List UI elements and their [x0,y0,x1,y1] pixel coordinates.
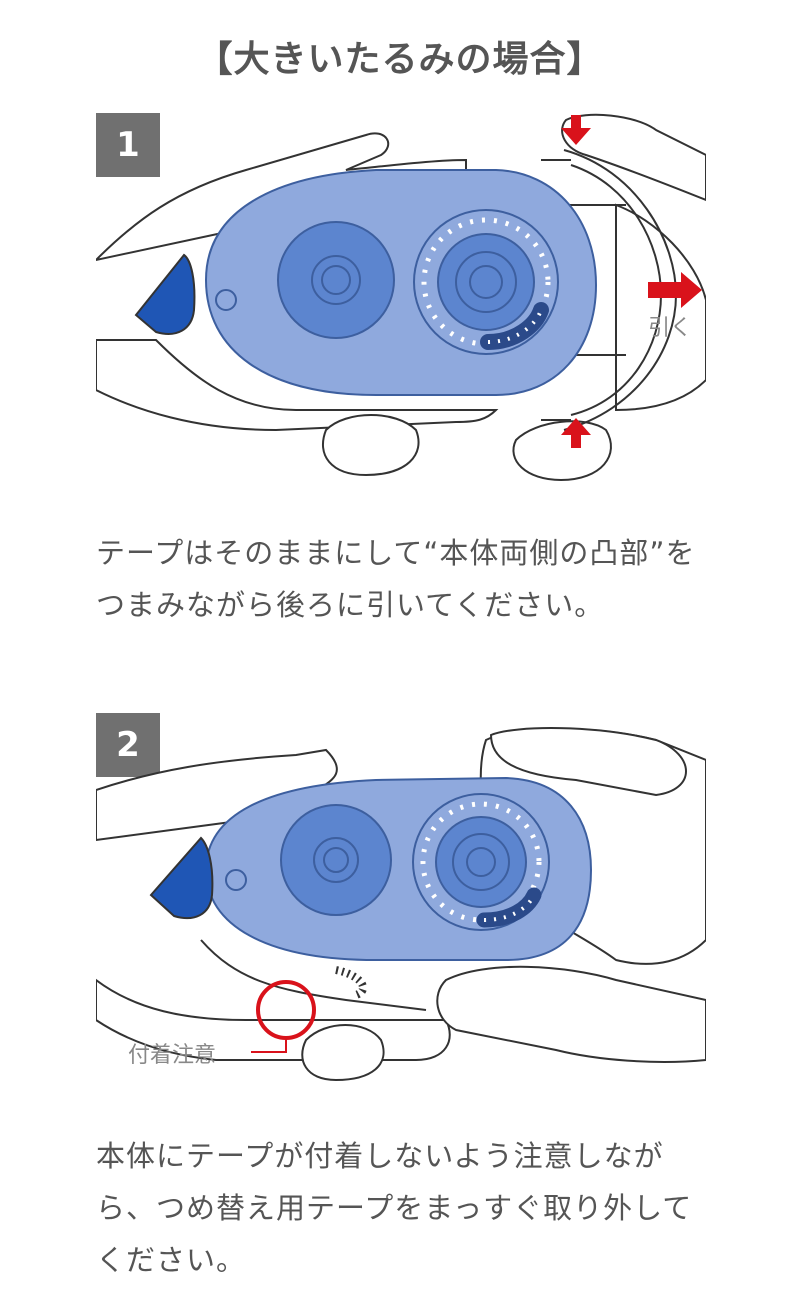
pull-label: 引く [648,316,692,341]
step-2-illustration: 付着注意 [96,727,706,1082]
right-reel [412,793,550,931]
step-2-caption: 本体にテープが付着しないよう注意しながら、つめ替え用テープをまっすぐ取り外してく… [96,1139,693,1277]
right-reel [413,209,559,355]
tape-teeth [335,966,367,999]
tip-head [134,253,196,335]
hand-outline [96,113,706,482]
step-2-badge: 2 [96,713,160,777]
step-1-illustration: 引く [96,113,706,482]
step-1-caption: テープはそのままにして“本体両側の凸部”をつまみながら後ろに引いてください。 [96,536,696,622]
left-reel [280,804,392,916]
thumb [489,727,687,797]
attention-label: 付着注意 [128,1043,216,1068]
screw-hole [215,289,237,311]
attention-leader-line [251,1038,287,1053]
tip-head [149,836,214,920]
page-title: 【大きいたるみの場合】 [196,39,604,80]
step-1-badge: 1 [96,113,160,177]
tape-strip [200,939,427,1011]
screw-hole [225,869,247,891]
left-reel [277,221,395,339]
pinch-arrows [561,115,702,448]
